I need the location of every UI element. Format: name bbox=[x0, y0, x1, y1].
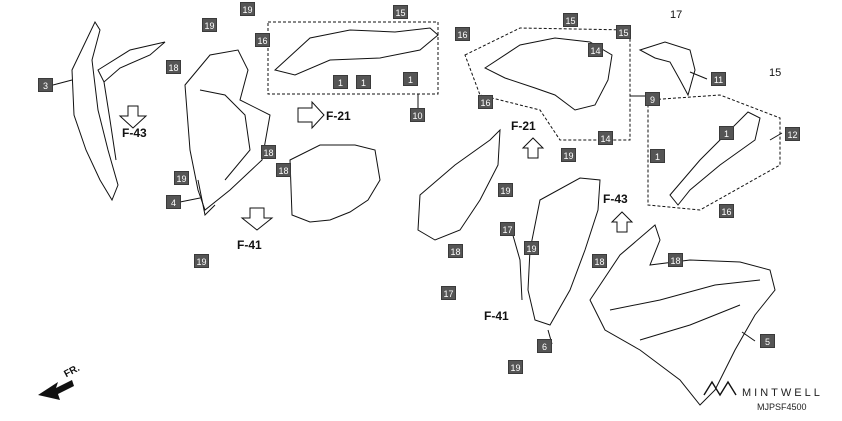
part-12-trim bbox=[669, 111, 761, 206]
fig-ref-f21-center: F-21 bbox=[511, 119, 536, 133]
callout-12: 12 bbox=[785, 127, 800, 141]
callout-11: 11 bbox=[711, 72, 726, 86]
callout-19: 19 bbox=[194, 254, 209, 268]
front-arrow bbox=[38, 380, 74, 400]
brand-name: MINTWELL bbox=[742, 387, 823, 399]
callout-19: 19 bbox=[174, 171, 189, 185]
part-4-inner-panel bbox=[184, 49, 271, 211]
part-9-center-cover bbox=[483, 37, 613, 111]
callout-1: 1 bbox=[356, 75, 371, 89]
part-3-cowl bbox=[71, 20, 119, 202]
fig-ref-f41-left: F-41 bbox=[237, 238, 262, 252]
callout-18: 18 bbox=[261, 145, 276, 159]
callout-4: 4 bbox=[166, 195, 181, 209]
part-5-fairing bbox=[589, 224, 776, 406]
part-11-bracket bbox=[638, 41, 696, 97]
callout-18: 18 bbox=[166, 60, 181, 74]
callout-1: 1 bbox=[333, 75, 348, 89]
callout-18: 18 bbox=[592, 254, 607, 268]
callout-15: 15 bbox=[563, 13, 578, 27]
callout-14: 14 bbox=[598, 131, 613, 145]
callout-9: 9 bbox=[645, 92, 660, 106]
callout-18: 18 bbox=[448, 244, 463, 258]
callout-15: 15 bbox=[616, 25, 631, 39]
callout-19: 19 bbox=[561, 148, 576, 162]
callout-16: 16 bbox=[455, 27, 470, 41]
callout-19: 19 bbox=[498, 183, 513, 197]
part-6-side-panel bbox=[527, 177, 601, 326]
callout-19: 19 bbox=[524, 241, 539, 255]
callout-6: 6 bbox=[537, 339, 552, 353]
callout-19: 19 bbox=[202, 18, 217, 32]
label-17: 17 bbox=[670, 9, 683, 21]
callout-16: 16 bbox=[478, 95, 493, 109]
callout-14: 14 bbox=[588, 43, 603, 57]
part-10-upper-duct bbox=[273, 27, 439, 76]
callout-18: 18 bbox=[276, 163, 291, 177]
callout-17: 17 bbox=[500, 222, 515, 236]
part-center-frame bbox=[289, 144, 381, 223]
fig-ref-f41-center: F-41 bbox=[484, 309, 509, 323]
callout-17: 17 bbox=[441, 286, 456, 300]
callout-1: 1 bbox=[650, 149, 665, 163]
diagram-code: MJPSF4500 bbox=[757, 402, 807, 412]
callout-16: 16 bbox=[255, 33, 270, 47]
fig-ref-f43-left: F-43 bbox=[122, 126, 147, 140]
callout-3: 3 bbox=[38, 78, 53, 92]
callout-19: 19 bbox=[508, 360, 523, 374]
mintwell-logo bbox=[703, 380, 737, 397]
callout-10: 10 bbox=[410, 108, 425, 122]
fig-ref-f43-right: F-43 bbox=[603, 192, 628, 206]
callout-18: 18 bbox=[668, 253, 683, 267]
callout-15: 15 bbox=[393, 5, 408, 19]
callout-1: 1 bbox=[719, 126, 734, 140]
label-15: 15 bbox=[769, 67, 782, 79]
callout-16: 16 bbox=[719, 204, 734, 218]
callout-19: 19 bbox=[240, 2, 255, 16]
fig-ref-f21-left: F-21 bbox=[326, 109, 351, 123]
callout-1: 1 bbox=[403, 72, 418, 86]
callout-5: 5 bbox=[760, 334, 775, 348]
